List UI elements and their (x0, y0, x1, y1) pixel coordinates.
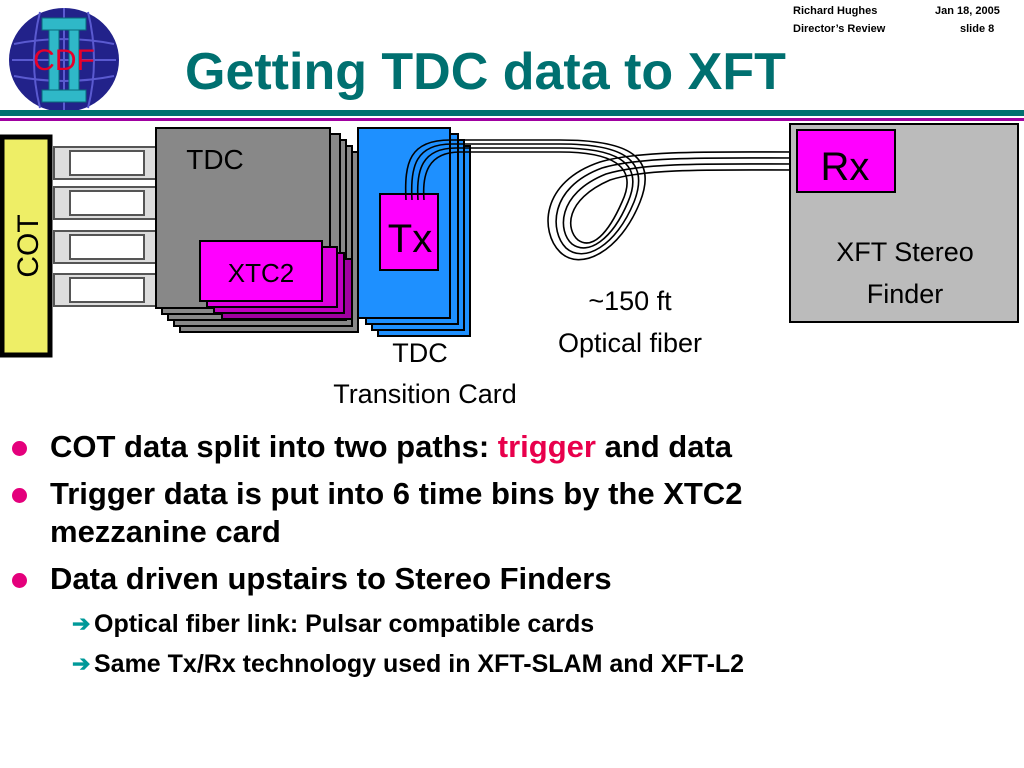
rx-label: Rx (821, 145, 870, 189)
sub-bullet-item: ➔ Same Tx/Rx technology used in XFT-SLAM… (10, 647, 1010, 681)
page-title: Getting TDC data to XFT (185, 43, 786, 101)
bullet-item: COT data split into two paths: trigger a… (10, 428, 1010, 466)
bullet-dot-icon (12, 573, 27, 588)
arrow-right-icon: ➔ (72, 611, 91, 636)
logo-text: CDF (33, 44, 95, 77)
transition-card-stack: Tx (357, 127, 471, 337)
cot-tdc-cables (53, 146, 157, 307)
bullet-dot-icon (12, 488, 27, 503)
highlight-trigger: trigger (497, 429, 596, 464)
header-date: Jan 18, 2005 (935, 5, 1000, 17)
bullet-item: Data driven upstairs to Stereo Finders (10, 560, 1010, 598)
cot-box: COT (0, 134, 53, 358)
title-rule-teal (0, 110, 1024, 116)
tdc-label: TDC (186, 144, 244, 175)
arrow-right-icon: ➔ (72, 651, 91, 676)
xtc2-label: XTC2 (228, 258, 294, 288)
header-slide-number: slide 8 (960, 23, 995, 35)
transition-label-line1: TDC (392, 338, 448, 368)
header-event: Director’s Review (793, 23, 886, 35)
fiber-label-line1: ~150 ft (588, 286, 672, 316)
cot-label: COT (12, 214, 45, 277)
sub-bullet-item: ➔ Optical fiber link: Pulsar compatible … (10, 607, 1010, 641)
cdf-logo: CDF (9, 8, 119, 112)
bullet-item: Trigger data is put into 6 time bins by … (10, 475, 1010, 551)
header-author: Richard Hughes (793, 5, 878, 17)
xft-stereo-finder-box: Rx (789, 123, 1019, 323)
bullet-dot-icon (12, 441, 27, 456)
xft-label-line1: XFT Stereo (836, 237, 974, 267)
xft-label-line2: Finder (866, 279, 944, 309)
tdc-xft-diagram: COT TDC XTC2 Tx (0, 123, 1019, 358)
tdc-card-stack: TDC XTC2 (155, 127, 359, 333)
title-rule-purple (0, 118, 1024, 121)
optical-fiber (404, 139, 801, 261)
transition-label-line2: Transition Card (333, 379, 517, 409)
fiber-label-line2: Optical fiber (557, 328, 703, 358)
tx-label: Tx (388, 217, 432, 261)
bullet-list: COT data split into two paths: trigger a… (10, 428, 1010, 687)
